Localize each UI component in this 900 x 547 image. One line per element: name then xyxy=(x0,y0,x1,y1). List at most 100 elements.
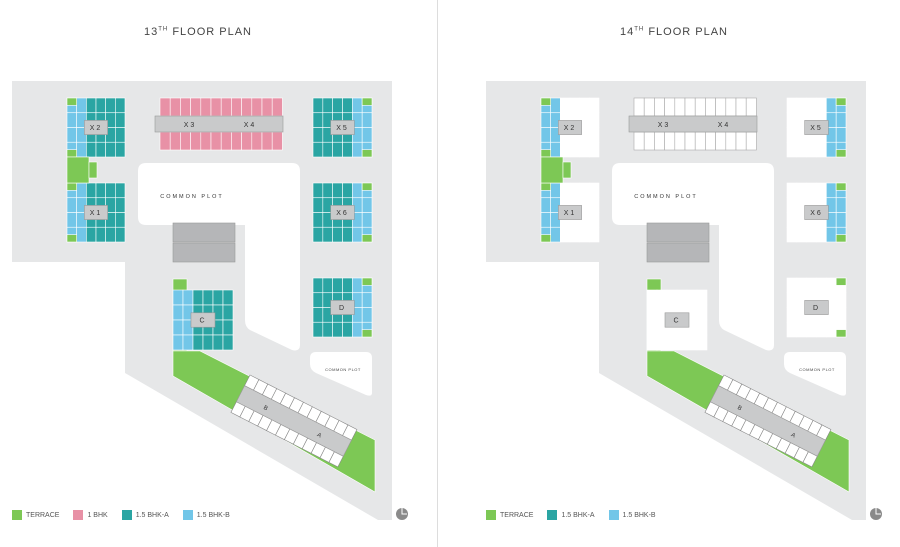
building-label: X6 xyxy=(810,210,823,217)
unit xyxy=(540,112,551,128)
unit xyxy=(684,131,696,151)
unit xyxy=(816,321,827,338)
unit xyxy=(332,182,343,199)
unit xyxy=(342,321,353,338)
unit xyxy=(646,289,658,306)
unit xyxy=(715,97,727,117)
legend-item: TERRACE xyxy=(12,510,59,520)
common-plot xyxy=(612,163,774,351)
unit xyxy=(192,334,204,351)
unit xyxy=(115,127,126,143)
unit xyxy=(322,182,333,199)
unit xyxy=(786,112,798,128)
unit xyxy=(76,226,87,243)
unit xyxy=(826,97,837,114)
terrace xyxy=(835,277,847,286)
unit xyxy=(241,131,253,151)
building-label: B xyxy=(262,405,270,413)
terrace xyxy=(361,277,373,286)
unit xyxy=(579,97,590,114)
core xyxy=(84,120,108,135)
unit xyxy=(540,212,551,228)
unit xyxy=(312,141,324,158)
unit xyxy=(322,277,333,294)
unit xyxy=(725,131,737,151)
unit xyxy=(172,289,184,306)
unit xyxy=(540,197,551,213)
unit xyxy=(361,307,373,323)
unit xyxy=(826,277,837,294)
unit xyxy=(115,112,126,128)
core xyxy=(558,205,582,220)
terrace xyxy=(835,329,847,338)
unit xyxy=(735,131,747,151)
building-label: X3 xyxy=(658,122,671,129)
unit xyxy=(105,182,116,199)
title-text: FLOOR PLAN xyxy=(172,26,252,38)
unit xyxy=(806,97,817,114)
unit xyxy=(95,141,106,158)
unit xyxy=(222,289,234,306)
core xyxy=(330,205,355,220)
building-label: A xyxy=(316,432,324,440)
unit xyxy=(271,131,283,151)
terrace xyxy=(88,161,98,179)
legend-swatch xyxy=(486,510,496,520)
common-plot-small xyxy=(310,352,372,396)
unit xyxy=(705,97,716,117)
terrace xyxy=(66,182,77,191)
legend-item: 1.5 BHK-B xyxy=(608,510,656,520)
unit xyxy=(664,131,676,151)
building-label: X1 xyxy=(90,210,103,217)
unit xyxy=(180,131,191,151)
unit xyxy=(796,141,807,158)
unit xyxy=(202,334,214,351)
unit xyxy=(95,226,106,243)
unit xyxy=(696,334,708,351)
unit xyxy=(342,141,353,158)
unit xyxy=(312,112,324,128)
unit xyxy=(332,141,343,158)
terrace xyxy=(835,149,847,158)
core xyxy=(804,300,829,315)
unit xyxy=(251,97,263,117)
unit xyxy=(589,182,600,199)
unit xyxy=(550,182,561,199)
unit xyxy=(86,226,97,243)
unit xyxy=(816,97,827,114)
legend-label: 1.5 BHK-A xyxy=(561,511,595,519)
unit xyxy=(786,307,798,323)
unit xyxy=(105,141,116,158)
unit xyxy=(115,97,126,114)
unit xyxy=(182,289,194,306)
unit xyxy=(589,112,600,128)
corridor xyxy=(235,385,352,457)
unit xyxy=(725,97,737,117)
unit xyxy=(569,226,580,243)
unit xyxy=(105,226,116,243)
page-divider xyxy=(437,0,438,547)
unit xyxy=(66,127,77,143)
unit xyxy=(352,97,363,114)
common-plot-label: COMMON PLOT xyxy=(634,194,698,200)
unit xyxy=(684,97,696,117)
unit xyxy=(312,127,324,143)
building-label: C xyxy=(673,318,680,325)
unit xyxy=(95,182,106,199)
unit xyxy=(312,212,324,228)
unit xyxy=(361,112,373,128)
unit xyxy=(735,97,747,117)
unit xyxy=(816,141,827,158)
legend-swatch xyxy=(547,510,558,520)
unit xyxy=(705,131,716,151)
core xyxy=(330,300,355,315)
unit xyxy=(835,307,847,323)
legend-label: TERRACE xyxy=(500,511,534,519)
terrace xyxy=(835,234,847,243)
unit xyxy=(786,226,798,243)
unit xyxy=(210,97,222,117)
unit xyxy=(115,197,126,213)
legend-item: 1.5 BHK-A xyxy=(121,510,169,520)
